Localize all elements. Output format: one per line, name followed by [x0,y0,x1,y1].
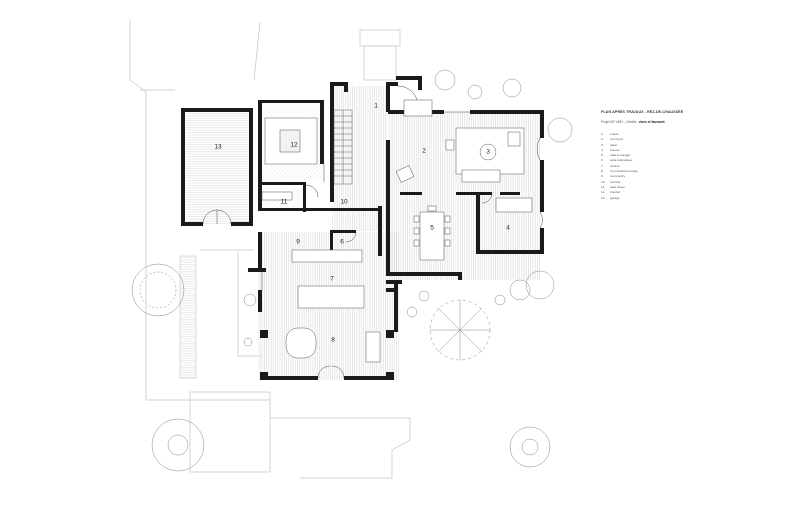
tree-south-west [151,418,205,472]
legend-subtitle-credit: vives et fauvanet [638,120,665,124]
legend-subtitle-prefix: Projet DE VIMY - Crédits : [601,120,638,124]
legend-title: PLAN APRÈS TRAVAUX - REZ-DE-CHAUSSÉE [601,110,684,114]
legend-item: 9.cool pantry [601,174,626,179]
legend-item: 12.boudoir [601,190,621,195]
room-number-8: 8 [331,337,335,344]
legend-item: 3.salon [601,142,618,147]
tree-south-east [509,426,551,468]
legend: PLAN APRÈS TRAVAUX - REZ-DE-CHAUSSÉE Pro… [601,110,781,201]
hedge [179,255,197,379]
staircase [333,109,353,185]
room-number-13: 13 [214,144,222,151]
room-number-10: 10 [340,199,348,206]
room-number-3: 3 [486,149,490,156]
legend-item: 2.coin foyer [601,137,624,142]
room-number-1: 1 [374,103,378,110]
tree-west [131,263,185,317]
trees [131,69,573,472]
room-number-9: 9 [296,239,300,246]
legend-item: 13.garage [601,195,620,200]
furniture [261,99,533,363]
legend-item: 1.entrée [601,132,619,136]
room-numbers: 1 2 3 4 5 6 7 8 9 10 11 12 13 [214,103,510,344]
room-number-4: 4 [506,225,510,232]
big-tree [429,299,491,361]
legend-item: 4.bureau [601,147,620,152]
room-number-6: 6 [340,239,344,246]
legend-subtitle: Projet DE VIMY - Crédits : vives et fauv… [601,120,781,124]
legend-item: 10.corridor [601,179,621,184]
site-context [129,20,411,479]
legend-item: 6.salle télépotique [601,158,633,163]
legend-list: 1.entrée 2.coin foyer 3.salon 4.bureau 5… [601,132,781,201]
room-number-12: 12 [290,142,298,149]
doors [202,85,543,379]
legend-item: 11.salle d'eau [601,184,625,189]
legend-item: 8.coin détente/ lounge [601,169,638,174]
shrubs [243,290,506,347]
tree-east [509,117,573,301]
room-number-5: 5 [430,225,434,232]
room-number-7: 7 [330,276,334,283]
room-number-2: 2 [422,148,426,155]
walls [181,76,544,380]
legend-item: 5.salle à manger [601,153,631,158]
room-number-11: 11 [281,199,288,206]
tree-north [434,69,522,100]
legend-item: 7.cuisine [601,163,620,168]
